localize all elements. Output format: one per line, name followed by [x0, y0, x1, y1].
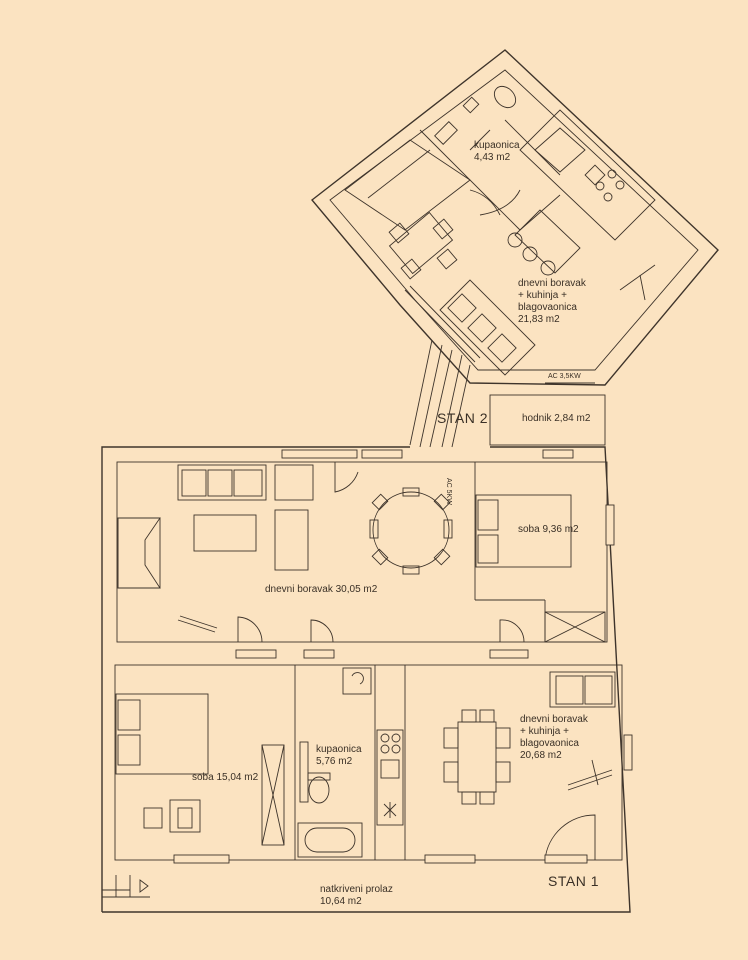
upper-windows: [404, 285, 481, 363]
upper-living-area: 21,83 m2: [518, 314, 560, 325]
big-living-furniture: [117, 464, 453, 633]
upper-dining-table: [388, 211, 458, 280]
lower-living-area: 20,68 m2: [520, 750, 562, 761]
upper-ac-label: AC 3,5KW: [548, 373, 581, 380]
upper-living-line2: + kuhinja +: [518, 290, 567, 301]
upper-bed-area: [344, 139, 471, 231]
windows: [173, 449, 633, 864]
upper-bathroom-fixtures: [434, 85, 517, 216]
upper-kitchen: [507, 109, 656, 276]
small-bedroom-furniture: [475, 494, 606, 643]
lower-bathroom-name: kupaonica: [316, 744, 362, 755]
stan1-label: STAN 1: [548, 873, 599, 889]
lower-bathroom-fixtures: [297, 667, 372, 858]
lower-living-line2: + kuhinja +: [520, 726, 569, 737]
lower-building-walls: [101, 446, 631, 913]
lower-dining-and-sofa: [443, 671, 616, 805]
large-bedroom-label: soba 15,04 m2: [192, 772, 259, 783]
entrance-steps: [102, 875, 150, 898]
lower-living-line1: dnevni boravak: [520, 714, 588, 725]
stan2-label: STAN 2: [437, 410, 488, 426]
upper-tv-unit: [619, 264, 656, 301]
lower-living-label: dnevni boravak + kuhinja + blagovaonica …: [520, 714, 588, 762]
doors: [237, 189, 596, 861]
passage-name: natkriveni prolaz: [320, 884, 393, 895]
upper-sofa: [439, 279, 536, 376]
upper-bathroom-label: kupaonica 4,43 m2: [474, 140, 520, 164]
large-bedroom-furniture: [115, 693, 285, 846]
passage-label: natkriveni prolaz 10,64 m2: [320, 884, 393, 908]
vertical-ac-label: AC 5KW: [445, 478, 452, 505]
upper-bathroom-area: 4,43 m2: [474, 152, 511, 163]
upper-living-line1: dnevni boravak: [518, 278, 586, 289]
upper-apartment-walls: [310, 49, 719, 386]
lower-bathroom-area: 5,76 m2: [316, 756, 353, 767]
upper-living-line3: blagovaonica: [518, 302, 577, 313]
upper-bathroom-name: kupaonica: [474, 140, 520, 151]
lower-bathroom-label: kupaonica 5,76 m2: [316, 744, 362, 768]
small-bedroom-label: soba 9,36 m2: [518, 524, 579, 535]
hallway-label: hodnik 2,84 m2: [522, 413, 591, 424]
lower-living-line3: blagovaonica: [520, 738, 579, 749]
lower-kitchen: [376, 729, 404, 826]
passage-area: 10,64 m2: [320, 896, 362, 907]
stairs-and-hallway: [409, 339, 606, 448]
upper-living-label: dnevni boravak + kuhinja + blagovaonica …: [518, 278, 586, 326]
big-living-label: dnevni boravak 30,05 m2: [265, 584, 378, 595]
